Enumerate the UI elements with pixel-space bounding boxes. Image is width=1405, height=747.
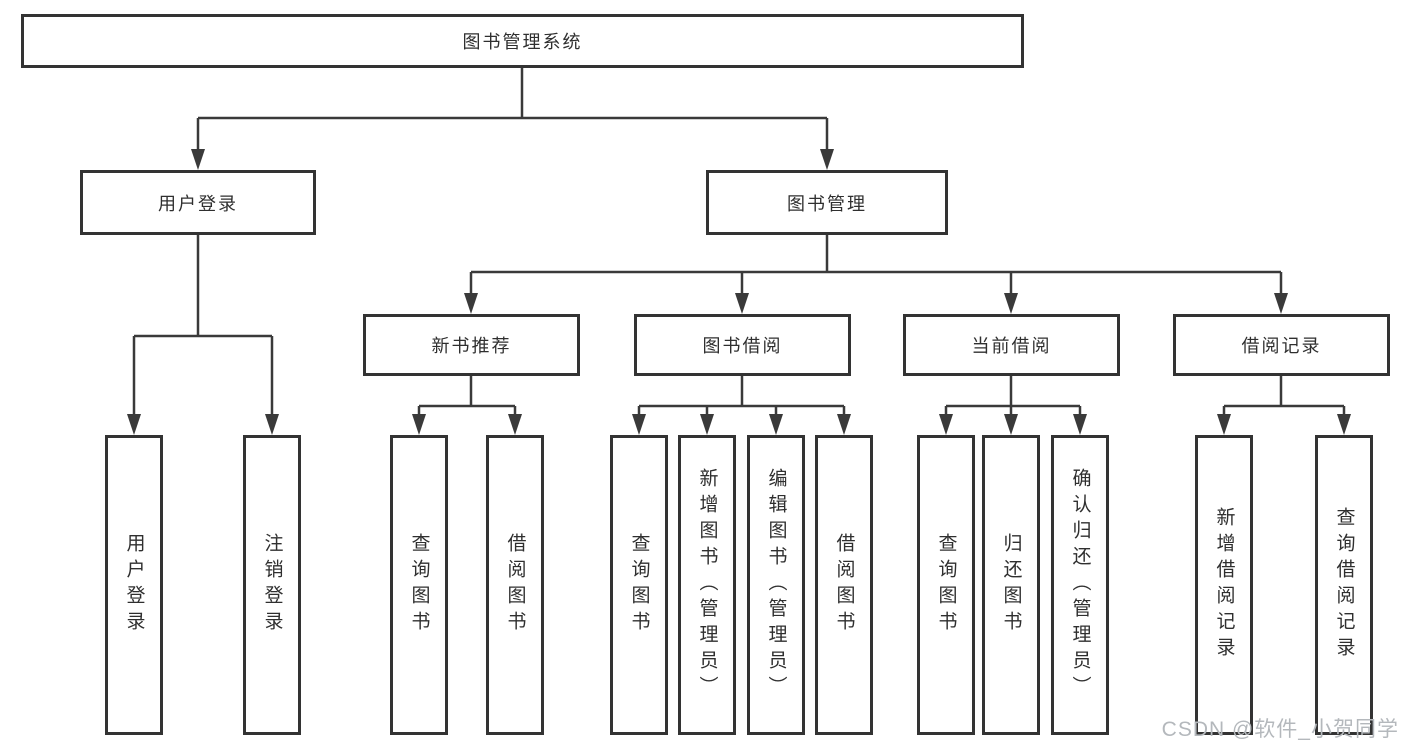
node-user-login-branch: 用户登录 bbox=[80, 170, 316, 235]
leaf-confirm-return-admin: 确认归还（管理员） bbox=[1051, 435, 1109, 735]
arrowheads bbox=[127, 149, 1351, 435]
node-new-book-recommendation: 新书推荐 bbox=[363, 314, 580, 376]
node-borrowing-records: 借阅记录 bbox=[1173, 314, 1390, 376]
leaf-logout: 注销登录 bbox=[243, 435, 301, 735]
leaf-borrow-books-recommend: 借阅图书 bbox=[486, 435, 544, 735]
node-book-borrowing: 图书借阅 bbox=[634, 314, 851, 376]
node-current-borrowing: 当前借阅 bbox=[903, 314, 1120, 376]
leaf-return-book: 归还图书 bbox=[982, 435, 1040, 735]
leaf-query-books-current: 查询图书 bbox=[917, 435, 975, 735]
node-library-management-system: 图书管理系统 bbox=[21, 14, 1024, 68]
leaf-query-books-borrowing: 查询图书 bbox=[610, 435, 668, 735]
leaf-user-login: 用户登录 bbox=[105, 435, 163, 735]
node-book-management-branch: 图书管理 bbox=[706, 170, 948, 235]
leaf-add-borrow-record: 新增借阅记录 bbox=[1195, 435, 1253, 735]
leaf-borrow-books-borrowing: 借阅图书 bbox=[815, 435, 873, 735]
leaf-edit-book-admin: 编辑图书（管理员） bbox=[747, 435, 805, 735]
leaf-query-books-recommend: 查询图书 bbox=[390, 435, 448, 735]
csdn-watermark: CSDN @软件_小贺同学 bbox=[1161, 718, 1399, 741]
leaf-add-book-admin: 新增图书（管理员） bbox=[678, 435, 736, 735]
leaf-query-borrow-record: 查询借阅记录 bbox=[1315, 435, 1373, 735]
